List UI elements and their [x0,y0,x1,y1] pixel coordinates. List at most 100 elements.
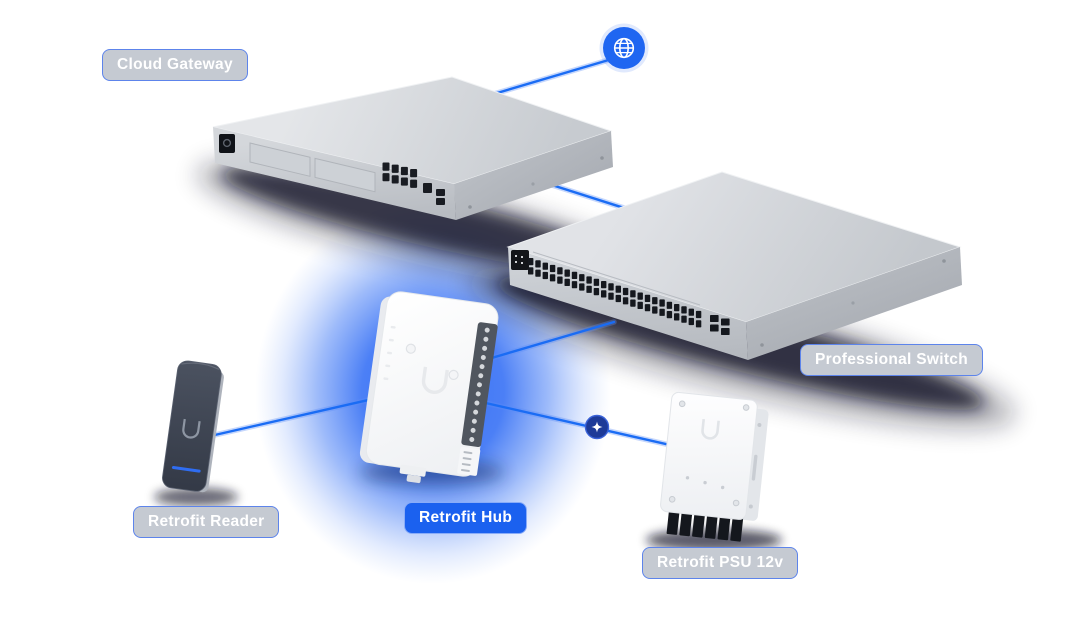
terminal-screw [475,391,481,397]
ethernet-port [674,313,680,321]
ethernet-port [637,301,643,309]
terminal-block [704,511,718,539]
terminal-screw [469,436,475,442]
line-hub-psu [452,393,695,453]
ethernet-port [410,179,418,188]
gateway-drive-bay [249,142,311,177]
ethernet-port [695,310,702,319]
ethernet-port [571,281,578,289]
terminal-screw [471,418,477,424]
ethernet-port [400,166,408,176]
gateway-display [219,134,235,153]
ethernet-port [681,315,687,323]
ethernet-port [622,297,629,305]
psu-corner-screws [668,400,750,507]
edge-mark [388,338,394,342]
ethernet-port [659,308,665,316]
ethernet-port [601,290,607,298]
ethernet-port [586,285,592,293]
ubiquiti-logo [421,366,449,395]
ethernet-port [557,276,563,284]
label-retrofit-reader: Retrofit Reader [133,506,280,538]
ethernet-port [579,274,585,282]
ethernet-port [579,283,585,291]
ethernet-port [681,306,687,314]
ethernet-port [608,292,614,300]
ethernet-port [557,267,563,275]
edge-mark [385,364,391,368]
switch-sfp-ports [710,315,730,335]
ethernet-port [549,274,556,282]
ethernet-port [652,306,658,314]
ethernet-port [601,280,607,289]
ubiquiti-logo [182,418,201,439]
ethernet-port [382,162,390,171]
ethernet-port [593,278,600,286]
terminal-screw [473,409,479,415]
professional-switch-device [506,171,962,360]
terminal-mark [461,463,471,467]
terminal-screw [483,336,489,342]
label-cloud-gateway: Cloud Gateway [102,49,248,81]
edge-mark [387,351,393,355]
terminal-mark [463,451,473,455]
label-professional-switch: Professional Switch [800,344,983,376]
terminal-screw [482,345,488,351]
edge-mark [383,377,389,381]
cloud-gateway-device [212,76,613,220]
ethernet-port [542,271,548,280]
ethernet-port [695,320,702,328]
terminal-screw [479,364,485,370]
ethernet-port [391,164,399,173]
ethernet-port [688,317,694,326]
gateway-ethernet-ports [382,162,418,188]
terminal-screw [478,373,484,379]
ethernet-port [615,294,621,303]
ethernet-port [637,292,643,300]
ethernet-port [410,169,418,178]
psu-indicator-dots [685,476,725,490]
gateway-drive-bay [314,157,376,193]
ethernet-port [571,271,578,279]
ethernet-port [549,264,556,273]
ethernet-port [666,301,673,309]
terminal-block [717,512,731,541]
ethernet-port [688,308,694,316]
hub-edge-markings [383,325,396,381]
terminal-block [730,513,744,542]
terminal-screw [476,382,482,388]
ethernet-port [593,287,600,296]
hub-lower-terminals [460,451,473,472]
line-switch-hub [475,319,617,365]
ethernet-port [615,285,621,293]
switch-display [511,250,529,270]
terminal-screw [480,354,486,360]
ethernet-port [535,269,541,277]
terminal-mark [460,468,470,472]
ethernet-port [659,299,665,307]
edge-mark [390,325,396,329]
terminal-screw [484,327,490,333]
retrofit-psu-device [660,391,769,542]
ethernet-port [630,290,636,298]
terminal-screw [474,400,480,406]
ethernet-port [674,303,680,312]
ethernet-port [528,258,534,266]
ethernet-port [622,287,629,296]
terminal-block [679,508,693,537]
ethernet-port [652,297,658,305]
ubiquiti-logo [701,419,720,440]
ethernet-port [644,294,651,302]
ethernet-port [542,262,548,270]
hub-mount-hole [448,369,459,381]
sparkle-icon [584,414,610,440]
ethernet-port [608,283,614,291]
terminal-block [692,509,706,538]
terminal-mark [462,457,472,461]
ethernet-port [630,299,636,307]
reader-led-bar [171,465,201,473]
ethernet-port [535,260,541,268]
terminal-block [666,507,680,535]
